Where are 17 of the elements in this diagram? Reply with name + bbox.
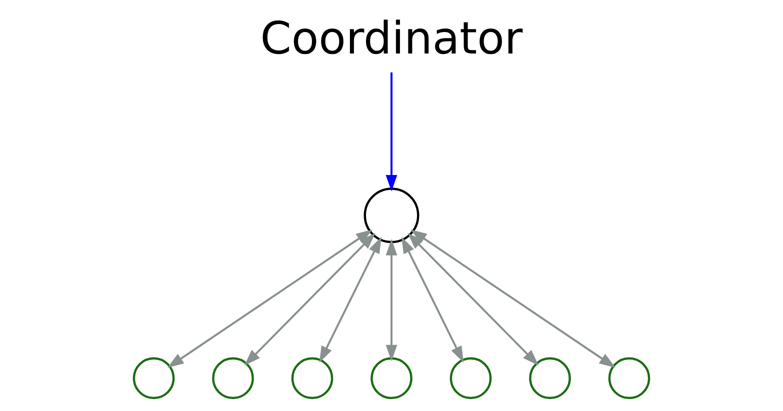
node-circle xyxy=(608,357,650,400)
node-circle xyxy=(132,357,175,400)
arrow xyxy=(410,229,616,368)
arrow xyxy=(167,229,372,368)
node-circle xyxy=(364,188,420,244)
arrow xyxy=(319,236,382,363)
node-text: Coordinator xyxy=(260,12,523,65)
arrow xyxy=(386,239,398,362)
node-circle xyxy=(450,357,492,400)
node-circle xyxy=(370,357,412,400)
node-circle xyxy=(529,357,571,400)
node-circle xyxy=(291,357,334,400)
arrow xyxy=(402,236,464,363)
arrow xyxy=(386,72,398,192)
arrow xyxy=(244,232,376,366)
arrow xyxy=(408,232,539,366)
node-circle xyxy=(212,357,254,400)
